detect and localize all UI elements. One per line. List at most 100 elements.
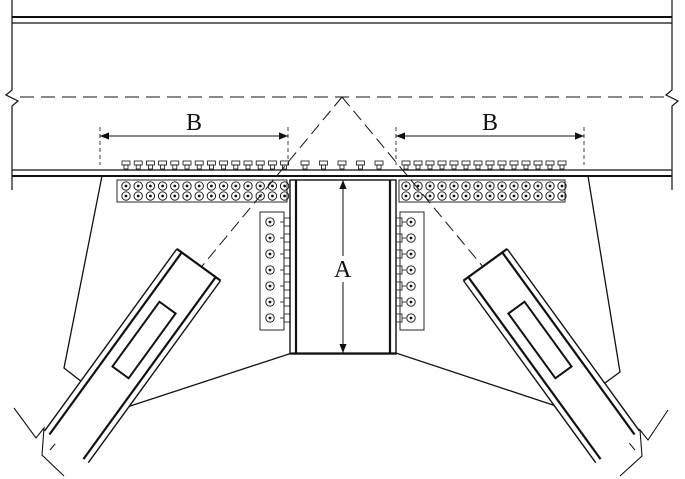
bolt xyxy=(557,191,567,201)
bolt xyxy=(545,181,555,191)
bolt-head xyxy=(231,160,241,170)
dimension-b-left xyxy=(99,127,289,165)
bolt-head xyxy=(521,160,531,170)
brace-right xyxy=(462,248,640,464)
bolt xyxy=(521,181,531,191)
bolt-head xyxy=(337,160,347,170)
nut xyxy=(280,233,406,243)
web-plate-left xyxy=(259,211,285,331)
web-bolt-columns xyxy=(265,217,416,323)
web-plate-right xyxy=(399,211,425,331)
bolt xyxy=(267,191,278,201)
bolt xyxy=(406,265,416,275)
bolt xyxy=(265,265,275,275)
bolt xyxy=(413,181,423,191)
bolt xyxy=(401,181,411,191)
brace-left xyxy=(44,248,222,464)
bolt xyxy=(182,181,192,191)
bolt-head xyxy=(374,160,384,170)
bolt xyxy=(509,181,519,191)
bolt-head xyxy=(145,160,155,170)
bolt-head xyxy=(437,160,447,170)
bolt-head xyxy=(243,160,253,170)
bolt xyxy=(265,297,275,307)
bolt xyxy=(265,313,275,323)
bolt xyxy=(206,191,217,201)
bolt-head xyxy=(170,160,180,170)
nut xyxy=(280,217,406,227)
bolt xyxy=(133,191,143,201)
bolt xyxy=(265,233,275,243)
bolt xyxy=(170,191,180,201)
dim-a-label: A xyxy=(334,257,352,283)
bolt xyxy=(425,191,435,201)
bolt-head xyxy=(356,160,365,170)
bolt-head xyxy=(425,160,435,170)
bolt xyxy=(406,249,416,259)
bolt xyxy=(406,281,416,291)
bolt xyxy=(157,191,168,201)
bolt xyxy=(437,181,447,191)
bolt xyxy=(509,191,519,201)
flange-splice-plate-right xyxy=(398,179,566,203)
bolt-head xyxy=(267,160,277,170)
bolt xyxy=(265,217,275,227)
bolt xyxy=(231,181,241,191)
bolt xyxy=(145,191,156,201)
bolt xyxy=(206,181,217,191)
bolt xyxy=(182,191,192,201)
nut xyxy=(280,281,406,291)
brace-right-break xyxy=(619,409,669,477)
bolt-head xyxy=(280,160,290,170)
main-beam xyxy=(4,0,680,190)
bolt xyxy=(265,281,275,291)
bolt xyxy=(406,217,416,227)
bolt xyxy=(533,191,543,201)
bolt xyxy=(401,191,411,201)
bolt-head xyxy=(300,160,310,170)
bolt xyxy=(497,181,507,191)
bolt xyxy=(485,181,495,191)
bolt xyxy=(461,181,471,191)
bolt xyxy=(194,181,204,191)
bolt xyxy=(218,181,229,191)
bolt-head xyxy=(255,160,265,170)
brace-left-break xyxy=(13,407,65,477)
nut xyxy=(280,297,406,307)
bolt xyxy=(545,191,555,201)
bolt xyxy=(255,191,265,201)
bolt-head xyxy=(319,160,328,170)
flange-splice-plate-left xyxy=(116,179,288,203)
flange-bolt-rows xyxy=(121,181,567,201)
bolt xyxy=(279,191,290,201)
bolt xyxy=(406,297,416,307)
bolt xyxy=(497,191,507,201)
bolt xyxy=(157,181,168,191)
bolt xyxy=(243,181,253,191)
bolt-head xyxy=(509,160,519,170)
bolt xyxy=(406,233,416,243)
bolt xyxy=(406,313,416,323)
bolt-head xyxy=(182,160,192,170)
bolt xyxy=(194,191,204,201)
dimension-b-right xyxy=(395,127,585,165)
nut xyxy=(280,313,406,323)
bolt xyxy=(413,191,423,201)
bolt xyxy=(461,191,471,201)
bolt xyxy=(521,191,531,201)
bolt xyxy=(133,181,143,191)
bolt xyxy=(557,181,567,191)
bolt-head xyxy=(133,160,143,170)
bolt-head xyxy=(485,160,495,170)
bolt xyxy=(279,181,290,191)
bolt-head xyxy=(158,160,168,170)
bolt xyxy=(485,191,495,201)
bolt xyxy=(218,191,229,201)
bolt xyxy=(145,181,156,191)
bolt xyxy=(170,181,180,191)
bolt-head xyxy=(461,160,471,170)
bolt-head xyxy=(121,160,131,170)
bolt xyxy=(255,181,265,191)
bolt-head xyxy=(413,160,423,170)
